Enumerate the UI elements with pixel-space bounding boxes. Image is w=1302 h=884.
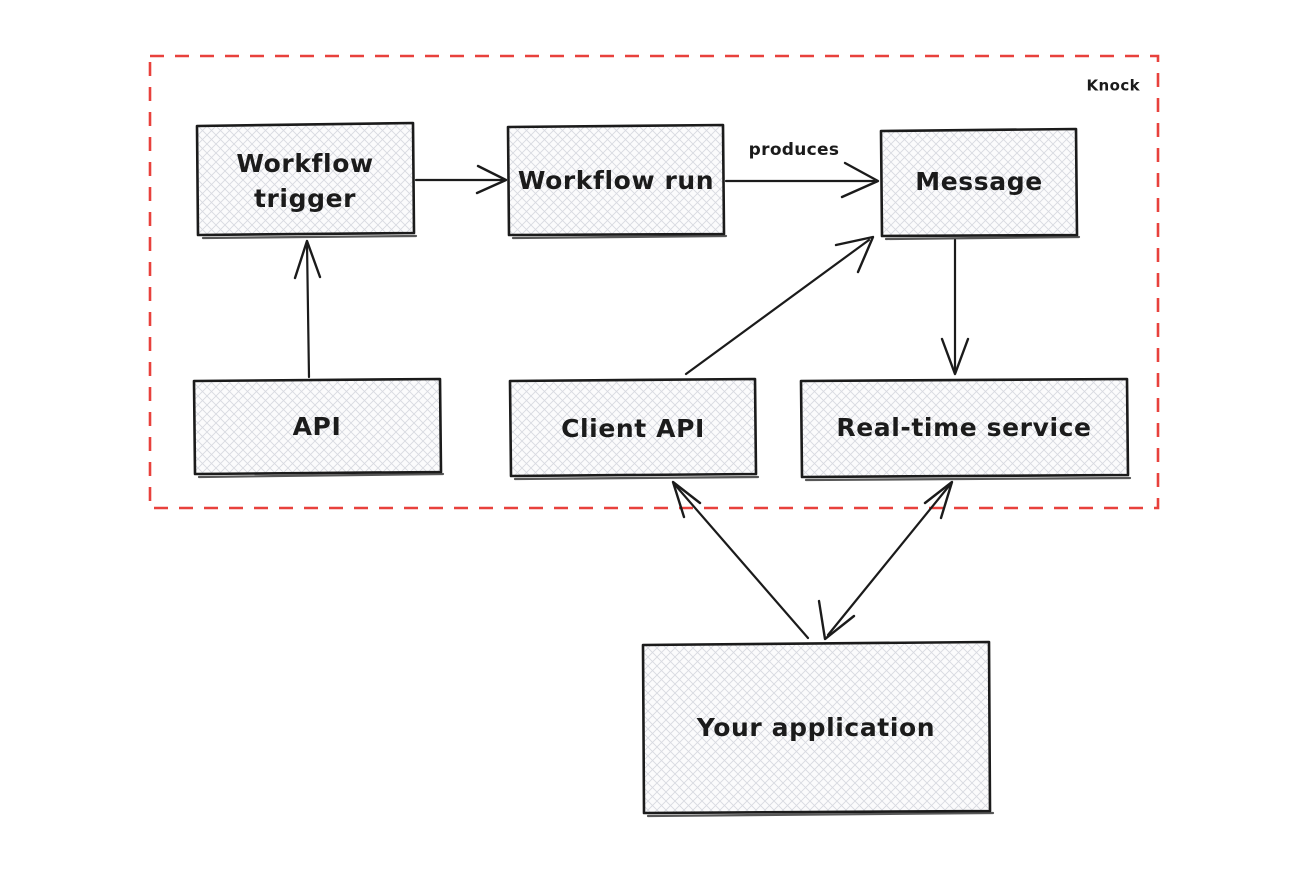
edge-trigger-to-run xyxy=(414,164,508,195)
edge-api-to-trigger-arrowhead xyxy=(293,239,322,280)
client-api-box xyxy=(508,377,758,478)
realtime-service-box xyxy=(799,377,1130,479)
api-label: API xyxy=(293,412,342,441)
edge-app-to-clientapi-line xyxy=(674,484,810,640)
workflow-trigger-box xyxy=(195,121,416,237)
workflow-run-label: Workflow run xyxy=(518,166,714,195)
edge-realtime-to-app-arrowhead-up xyxy=(923,480,954,520)
client-api-shadow xyxy=(513,475,760,481)
node-your-application[interactable]: Your application xyxy=(641,640,995,818)
realtime-service-shadow xyxy=(804,476,1132,482)
workflow-run-shadow xyxy=(511,234,728,240)
edge-app-to-clientapi-arrowhead xyxy=(671,480,702,519)
node-api[interactable]: API xyxy=(192,377,445,479)
edge-api-to-trigger xyxy=(293,239,322,379)
workflow-trigger-shadow xyxy=(201,234,418,240)
edge-run-to-message-arrowhead xyxy=(840,161,880,199)
realtime-service-label: Real-time service xyxy=(836,413,1091,442)
edge-clientapi-to-message xyxy=(684,235,875,376)
node-message[interactable]: Message xyxy=(879,127,1081,241)
edge-app-to-clientapi xyxy=(671,480,810,640)
knock-group: Knock xyxy=(148,54,1160,510)
edge-realtime-to-app-arrowhead-down xyxy=(817,599,856,641)
message-shadow xyxy=(884,235,1081,241)
workflow-run-box xyxy=(506,123,726,237)
client-api-label: Client API xyxy=(561,414,705,443)
node-client-api[interactable]: Client API xyxy=(508,377,760,481)
edge-trigger-to-run-arrowhead xyxy=(475,164,508,195)
edge-realtime-to-app xyxy=(817,480,954,641)
workflow-trigger-label-line2: trigger xyxy=(254,184,356,213)
your-application-shadow xyxy=(646,811,995,818)
message-box xyxy=(879,127,1079,238)
your-application-box xyxy=(641,640,992,815)
edge-api-to-trigger-line xyxy=(305,242,311,379)
edge-run-to-message-label: produces xyxy=(749,140,840,160)
node-workflow-trigger[interactable]: Workflow trigger xyxy=(195,121,418,240)
edge-realtime-to-app-line xyxy=(826,484,951,637)
api-box xyxy=(192,377,443,476)
knock-group-label: Knock xyxy=(1087,77,1141,95)
api-shadow xyxy=(197,472,445,479)
node-realtime-service[interactable]: Real-time service xyxy=(799,377,1132,482)
message-label: Message xyxy=(915,167,1043,196)
your-application-label: Your application xyxy=(696,713,935,742)
edge-run-to-message: produces xyxy=(724,140,880,199)
edge-clientapi-to-message-arrowhead xyxy=(834,235,875,274)
knock-group-border xyxy=(148,54,1160,510)
edge-clientapi-to-message-line xyxy=(684,238,871,376)
edge-message-to-realtime-arrowhead xyxy=(940,337,970,376)
node-workflow-run[interactable]: Workflow run xyxy=(506,123,728,240)
edge-message-to-realtime xyxy=(940,238,970,376)
workflow-trigger-label-line1: Workflow xyxy=(236,149,373,178)
